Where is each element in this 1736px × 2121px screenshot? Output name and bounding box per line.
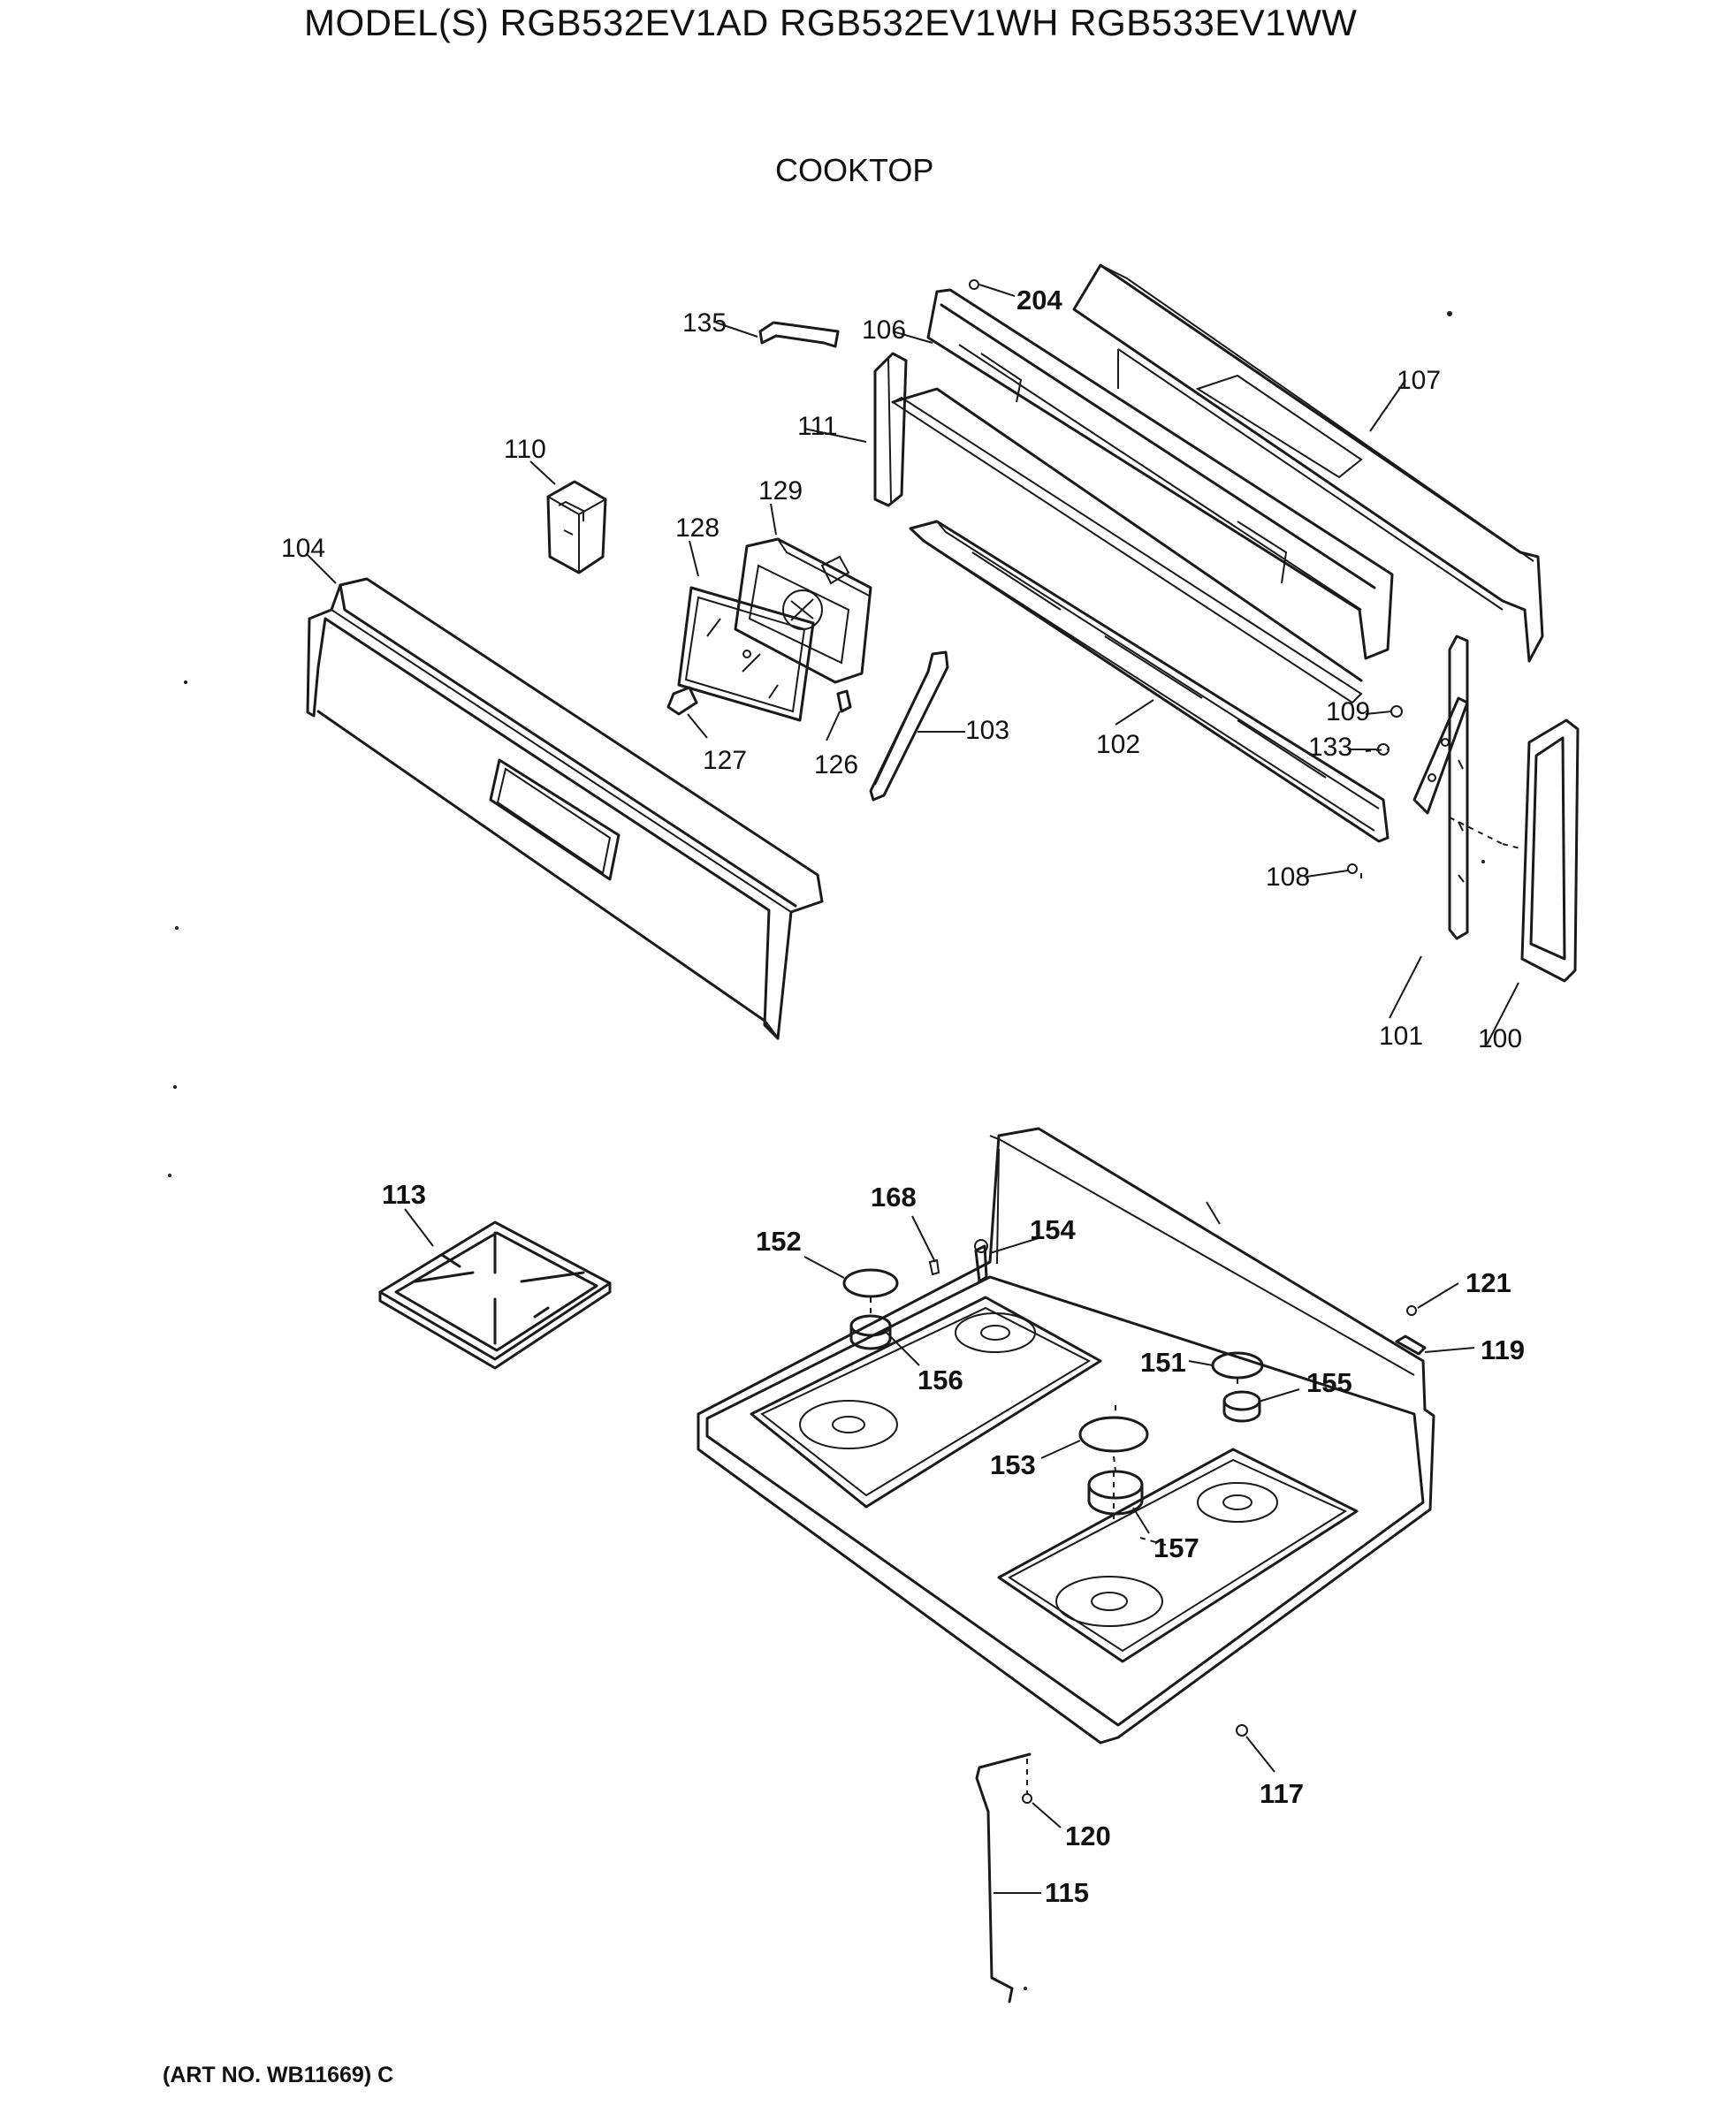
part-100-end-cap [1520, 718, 1580, 983]
part-129-clock-housing [734, 537, 872, 684]
part-127-knob [666, 686, 698, 716]
callout-110: 110 [504, 435, 546, 464]
callout-115: 115 [1045, 1877, 1089, 1908]
part-102-rail [909, 520, 1390, 843]
model-title: MODEL(S) RGB532EV1AD RGB532EV1WH RGB533E… [304, 2, 1358, 43]
part-110-relay [546, 480, 607, 574]
part-126-clip [836, 689, 852, 713]
callout-102: 102 [1096, 730, 1140, 759]
part-104-control-panel [306, 577, 824, 1040]
part-111-side-bracket [873, 352, 908, 507]
callout-156: 156 [917, 1365, 963, 1395]
leader-lines [307, 284, 1519, 1894]
part-115-rod [975, 1752, 1032, 2003]
part-168-clip [928, 1258, 940, 1276]
callout-103: 103 [965, 716, 1009, 745]
callout-119: 119 [1481, 1334, 1525, 1365]
callout-155: 155 [1306, 1367, 1352, 1398]
callout-113: 113 [382, 1179, 426, 1210]
callout-117: 117 [1260, 1778, 1304, 1809]
callout-204: 204 [1016, 285, 1062, 315]
callout-126: 126 [814, 750, 858, 779]
art-number: (ART NO. WB11669) C [163, 2063, 394, 2087]
alignment-lines [870, 749, 1521, 1794]
part-113-grate [378, 1220, 612, 1370]
part-101-side-bracket [1412, 635, 1469, 940]
part-204-screw [969, 279, 979, 290]
callout-151: 151 [1140, 1347, 1186, 1378]
callout-107: 107 [1397, 366, 1441, 395]
callout-108: 108 [1266, 863, 1310, 892]
part-156-burner-head [849, 1314, 892, 1350]
part-153-cap [1078, 1416, 1149, 1453]
part-155-burner-head [1222, 1390, 1261, 1423]
callout-128: 128 [675, 513, 720, 543]
part-152-cap [842, 1268, 899, 1298]
part-109-nut [1390, 705, 1403, 718]
part-107-cover [1072, 263, 1544, 663]
callout-labels: 204 135 106 107 111 110 129 128 104 127 … [281, 285, 1525, 1908]
part-154-electrode [974, 1239, 988, 1283]
callout-129: 129 [758, 476, 803, 506]
section-title: COOKTOP [775, 152, 934, 188]
part-135-bracket [758, 321, 840, 348]
part-128-glass [677, 586, 815, 722]
callout-104: 104 [281, 534, 325, 563]
callout-109: 109 [1326, 697, 1370, 726]
part-121-screw [1406, 1305, 1417, 1316]
callout-133: 133 [1308, 733, 1352, 762]
callout-157: 157 [1154, 1532, 1199, 1563]
callout-121: 121 [1466, 1267, 1511, 1298]
callout-168: 168 [871, 1182, 917, 1213]
scan-specks [168, 311, 1485, 1990]
callout-120: 120 [1065, 1821, 1111, 1851]
part-119-bracket [1395, 1334, 1427, 1356]
callout-153: 153 [990, 1449, 1036, 1480]
callout-100: 100 [1478, 1024, 1522, 1053]
part-106-backguard [890, 288, 1394, 704]
callout-106: 106 [862, 315, 906, 345]
cooktop-body [697, 1127, 1435, 1745]
callout-111: 111 [797, 412, 838, 441]
callout-152: 152 [756, 1226, 802, 1257]
part-117-nut [1236, 1724, 1248, 1737]
callout-127: 127 [703, 746, 747, 775]
callout-154: 154 [1030, 1214, 1076, 1245]
part-120-screw [1022, 1793, 1032, 1804]
part-108-screw [1347, 863, 1358, 874]
part-103-bracket [869, 650, 949, 802]
callout-101: 101 [1379, 1022, 1423, 1051]
callout-135: 135 [682, 308, 727, 338]
